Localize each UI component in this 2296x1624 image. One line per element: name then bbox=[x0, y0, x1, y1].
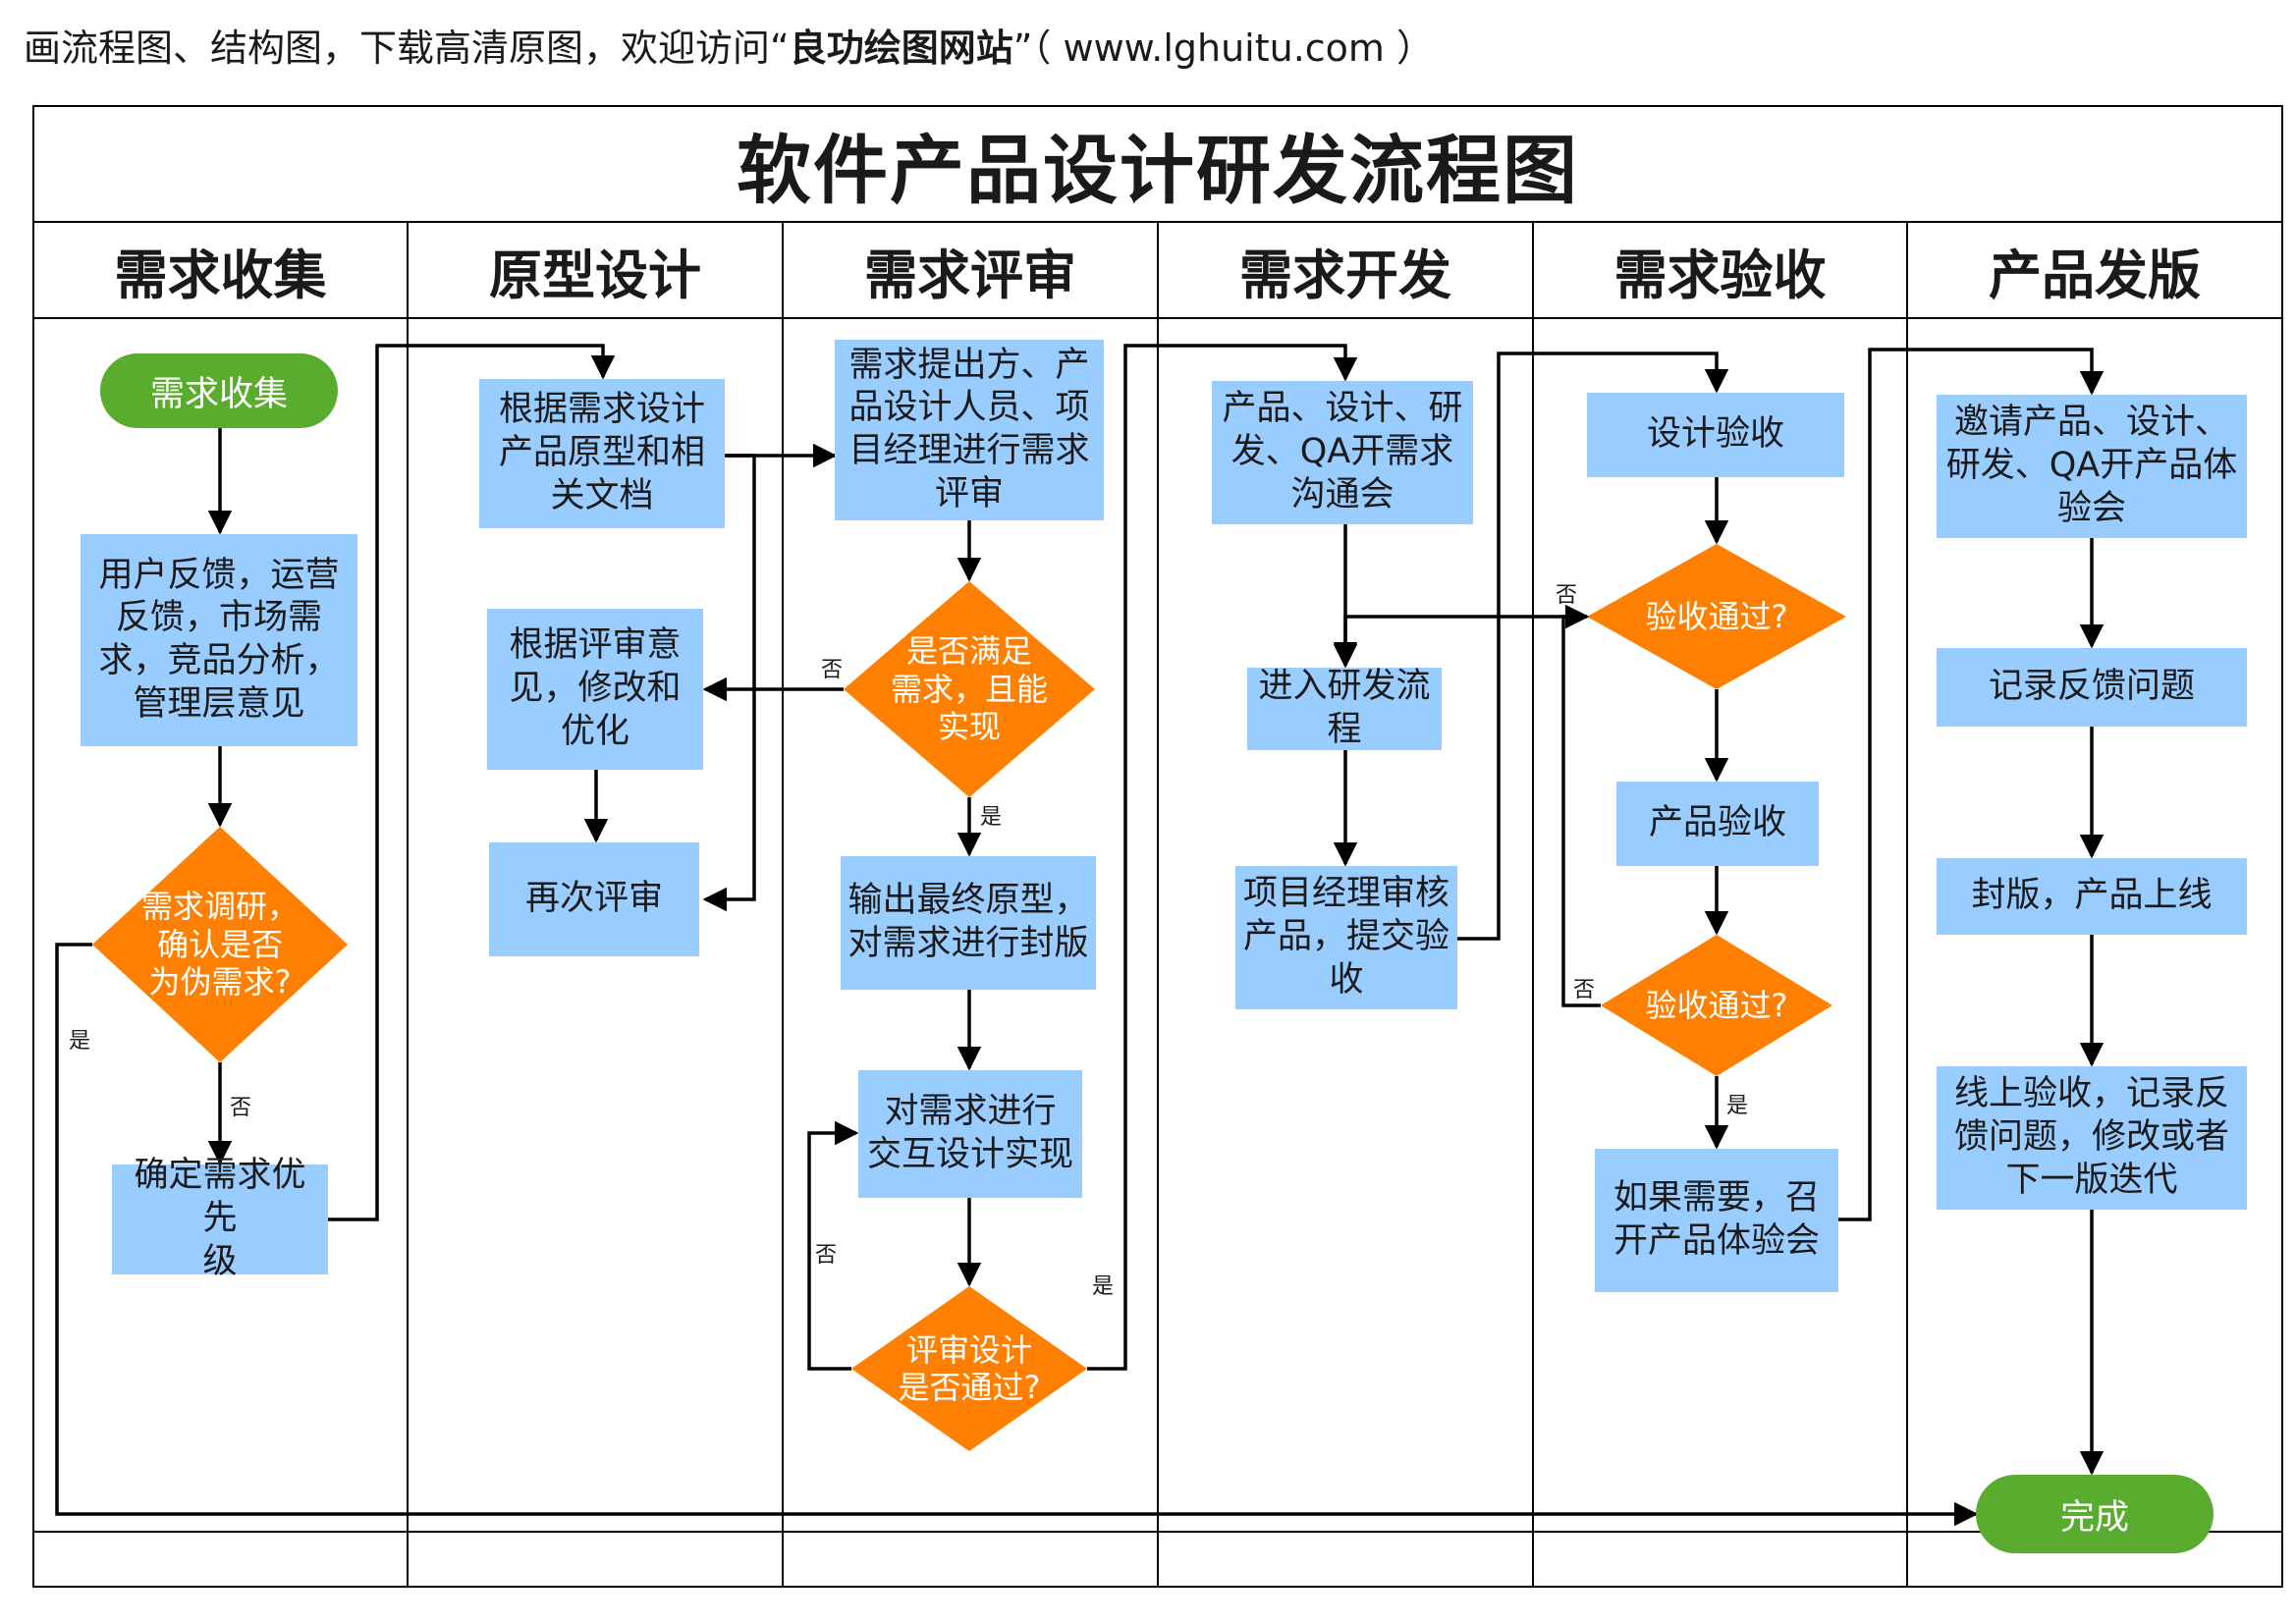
start-terminal: 需求收集 bbox=[100, 353, 338, 428]
experience-meeting-optional-box: 如果需要，召 开产品体验会 bbox=[1595, 1149, 1838, 1292]
decision-acceptance-2 bbox=[1601, 935, 1832, 1076]
connectors bbox=[55, 344, 2105, 1527]
edge-label-yes: 是 bbox=[1092, 1274, 1115, 1299]
frame bbox=[32, 105, 2283, 1588]
acceptance-2-text: 验收通过? bbox=[1645, 986, 1788, 1024]
release-box: 封版，产品上线 bbox=[1937, 858, 2247, 935]
final-prototype-box: 输出最终原型， 对需求进行封版 bbox=[841, 856, 1096, 990]
collect-sources-box: 用户反馈，运营 反馈，市场需 求，竞品分析， 管理层意见 bbox=[81, 534, 357, 746]
edge-label-yes: 是 bbox=[69, 1029, 91, 1054]
priority-box: 确定需求优先 级 bbox=[112, 1156, 328, 1281]
edge-label-no: 否 bbox=[815, 1243, 838, 1268]
meets-demand-text: 是否满足 需求，且能 实现 bbox=[890, 632, 1048, 746]
experience-meeting-box: 邀请产品、设计、 研发、QA开产品体 验会 bbox=[1937, 395, 2247, 538]
edge-label-no: 否 bbox=[230, 1096, 252, 1120]
design-prototype-box: 根据需求设计 产品原型和相 关文档 bbox=[479, 379, 725, 528]
design-review-text: 评审设计 是否通过? bbox=[898, 1330, 1041, 1406]
header-site-name: 良功绘图网站 bbox=[789, 27, 1013, 70]
edge-label-no: 否 bbox=[1573, 978, 1596, 1002]
decision-design-review bbox=[851, 1286, 1087, 1451]
pm-audit-box: 项目经理审核 产品，提交验 收 bbox=[1235, 866, 1457, 1009]
decisions bbox=[92, 544, 1846, 1451]
lane-header-prototype: 原型设计 bbox=[489, 244, 701, 306]
end-terminal: 完成 bbox=[1976, 1475, 2214, 1553]
lane-header-release: 产品发版 bbox=[1989, 244, 2201, 306]
decision-meets-demand bbox=[844, 581, 1095, 797]
product-acceptance-box: 产品验收 bbox=[1616, 782, 1819, 866]
online-acceptance-box: 线上验收，记录反 馈问题，修改或者 下一版迭代 bbox=[1937, 1066, 2247, 1210]
record-feedback-box: 记录反馈问题 bbox=[1937, 648, 2247, 727]
lane-header-collect: 需求收集 bbox=[114, 244, 327, 306]
fake-demand-text: 需求调研， 确认是否 为伪需求? bbox=[140, 888, 299, 1001]
enter-dev-box: 进入研发流 程 bbox=[1247, 667, 1442, 750]
lane-header-acceptance: 需求验收 bbox=[1613, 244, 1827, 306]
edge-label-yes: 是 bbox=[1726, 1094, 1749, 1118]
lane-header-develop: 需求开发 bbox=[1239, 244, 1451, 306]
lane-header-review: 需求评审 bbox=[864, 244, 1076, 306]
edge-label-no: 否 bbox=[1556, 583, 1578, 608]
review-meeting-box: 需求提出方、产 品设计人员、项 目经理进行需求 评审 bbox=[835, 340, 1104, 520]
edge-label-yes: 是 bbox=[980, 805, 1003, 830]
edge-label-no: 否 bbox=[821, 658, 844, 682]
page-title: 软件产品设计研发流程图 bbox=[737, 127, 1579, 214]
dev-meeting-box: 产品、设计、研 发、QA开需求 沟通会 bbox=[1212, 381, 1473, 524]
decision-acceptance-1 bbox=[1587, 544, 1846, 689]
header-prefix: 画流程图、结构图，下载高清原图，欢迎访问“ bbox=[24, 27, 790, 70]
design-acceptance-box: 设计验收 bbox=[1587, 393, 1844, 477]
revise-prototype-box: 根据评审意 见，修改和 优化 bbox=[487, 609, 703, 770]
decision-fake-demand bbox=[92, 827, 348, 1062]
re-review-box: 再次评审 bbox=[489, 842, 699, 956]
acceptance-1-text: 验收通过? bbox=[1645, 597, 1788, 635]
interaction-design-box: 对需求进行 交互设计实现 bbox=[858, 1070, 1082, 1198]
site-header: 画流程图、结构图，下载高清原图，欢迎访问“良功绘图网站”（ www.lghuit… bbox=[24, 18, 1434, 72]
header-suffix: ”（ www.lghuitu.com ） bbox=[1012, 27, 1435, 70]
